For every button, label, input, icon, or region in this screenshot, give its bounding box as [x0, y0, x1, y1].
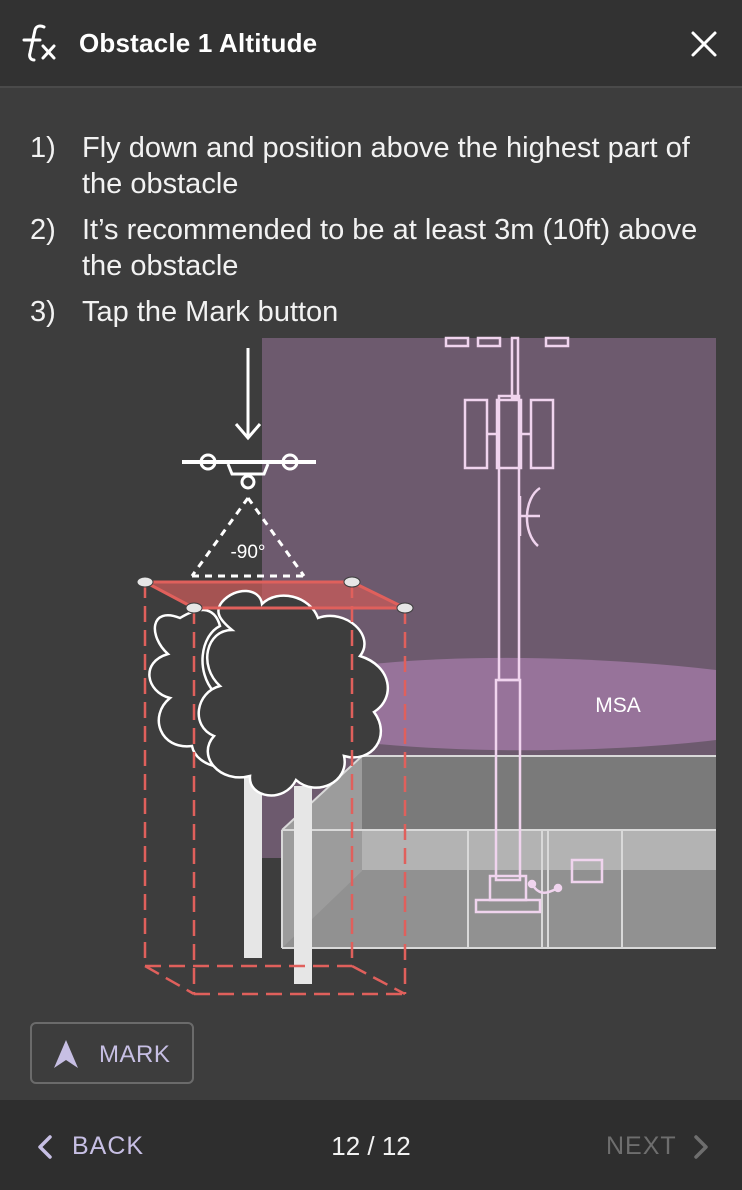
instruction-step: 3) Tap the Mark button [30, 294, 720, 330]
back-button[interactable]: BACK [36, 1128, 156, 1164]
camera-view-cone [190, 497, 306, 578]
chevron-left-icon [38, 1135, 52, 1159]
building [281, 755, 716, 949]
next-button[interactable]: NEXT [604, 1128, 714, 1164]
instruction-step: 2) It’s recommended to be at least 3m (1… [30, 212, 720, 284]
obstacle-box-top [145, 582, 405, 608]
page-indicator: 12 / 12 [331, 1131, 411, 1161]
step-text: Tap the Mark button [82, 296, 339, 328]
page-title: Obstacle 1 Altitude [79, 28, 318, 58]
footer-nav: BACK 12 / 12 NEXT [0, 1100, 742, 1190]
chevron-right-icon [694, 1135, 708, 1159]
navigation-arrow-icon [54, 1040, 78, 1068]
back-button-label: BACK [72, 1132, 145, 1160]
close-icon[interactable] [684, 24, 724, 64]
next-button-label: NEXT [606, 1132, 677, 1160]
header-bar: Obstacle 1 Altitude [0, 0, 742, 88]
obstacle-illustration: MSA [136, 336, 716, 996]
tree-trunk [294, 786, 312, 984]
msa-label: MSA [595, 694, 641, 717]
step-number: 1) [30, 132, 56, 164]
instruction-list: 1) Fly down and position above the highe… [30, 130, 720, 340]
mark-button-label: MARK [99, 1041, 171, 1068]
function-fx-icon [22, 24, 56, 62]
step-number: 3) [30, 296, 56, 328]
tower [444, 336, 604, 914]
tree-canopy [148, 608, 252, 769]
tree-canopy [197, 589, 390, 797]
box-corner-markers [136, 576, 414, 614]
step-number: 2) [30, 214, 56, 246]
obstacle-box [143, 580, 407, 996]
mark-button[interactable]: MARK [30, 1022, 194, 1084]
step-text: It’s recommended to be at least 3m (10ft… [82, 214, 698, 282]
gimbal-angle-label: -90° [230, 542, 265, 563]
drone-icon [182, 348, 316, 490]
step-text: Fly down and position above the highest … [82, 132, 690, 200]
tree-trunk [244, 776, 262, 958]
instruction-step: 1) Fly down and position above the highe… [30, 130, 720, 202]
